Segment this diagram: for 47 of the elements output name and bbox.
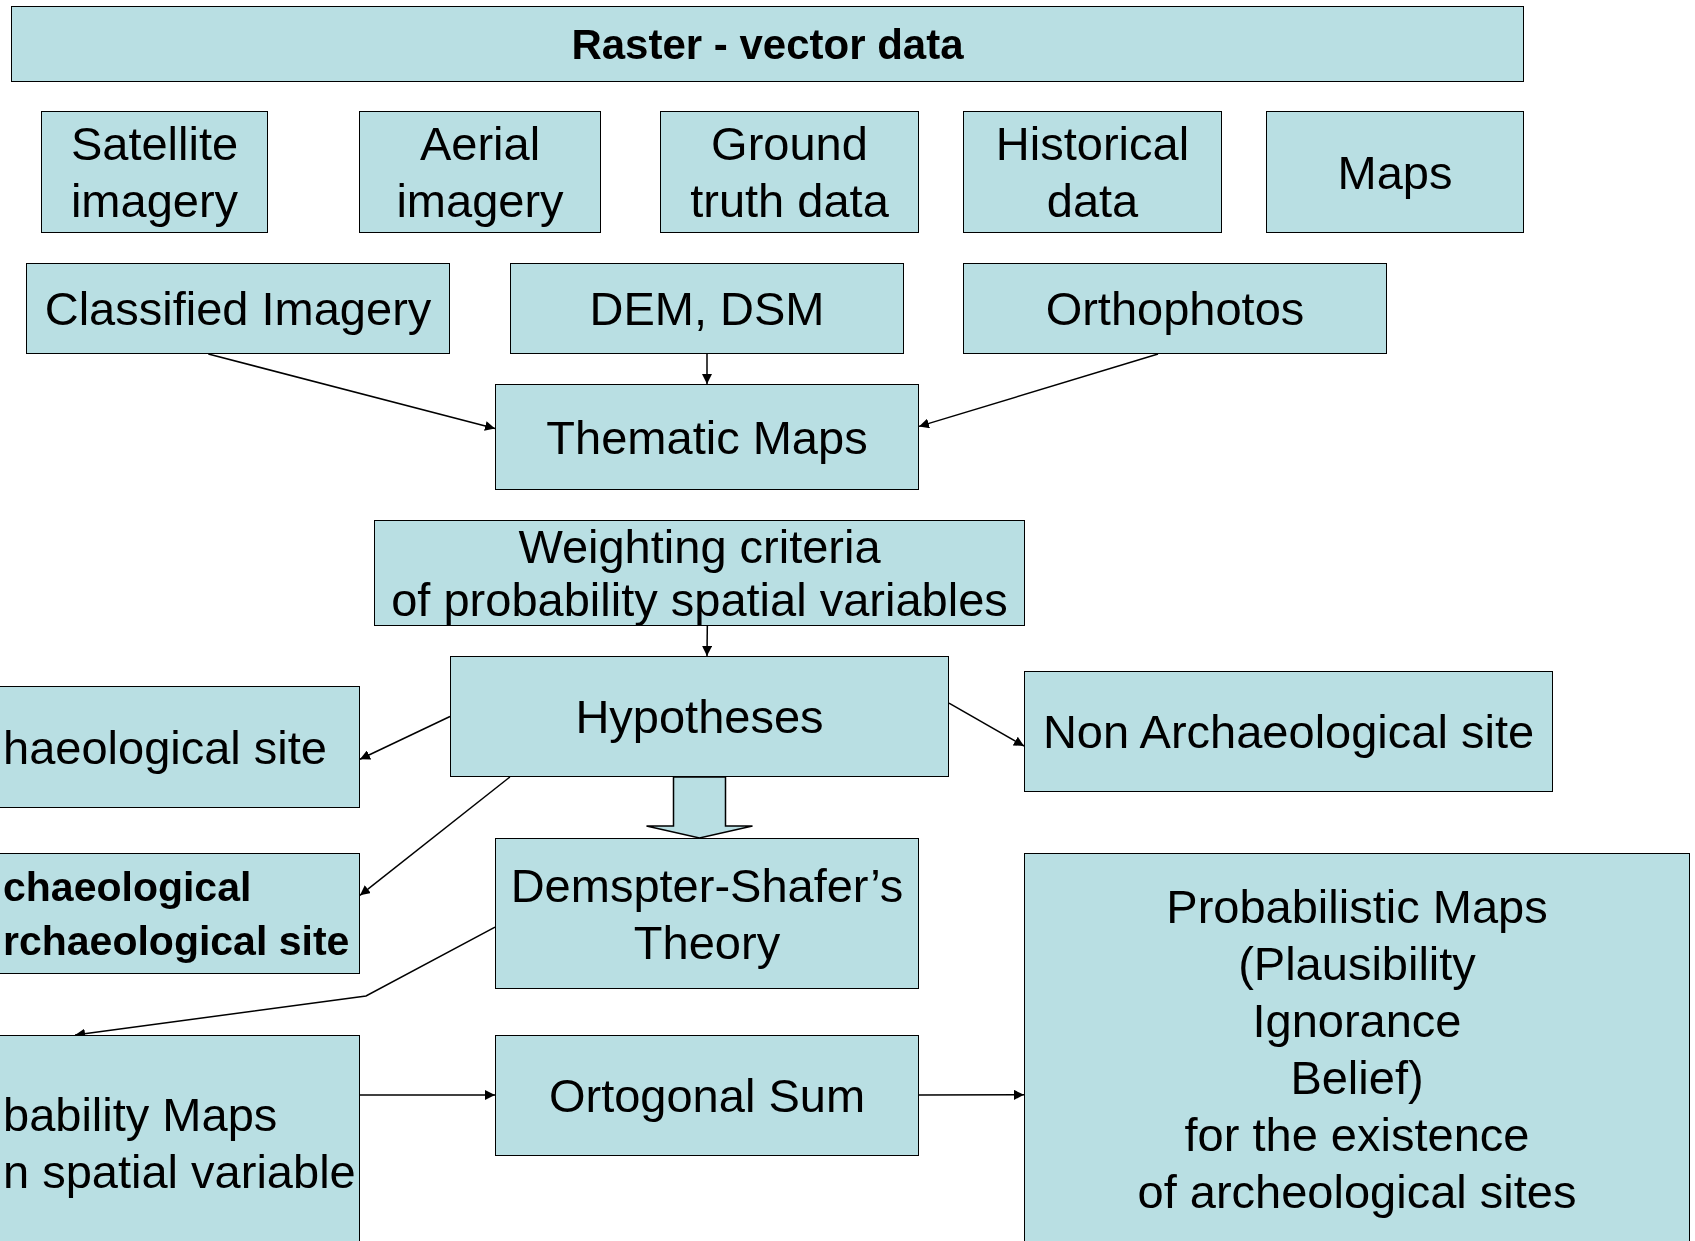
box-label: bability Maps n spatial variable [2,1086,356,1200]
process-box [1266,111,1524,233]
box-label: Historical data [995,116,1190,229]
box-label: Ground truth data [690,116,889,229]
box-label: Orthophotos [1045,281,1305,337]
arrow [359,776,511,897]
process-box [495,1035,919,1156]
process-box [0,853,360,974]
box-label: Raster - vector data [571,19,964,70]
process-box [495,838,919,989]
box-label: DEM, DSM [589,281,825,337]
box-label: Aerial imagery [396,116,564,229]
box-label: Hypotheses [575,689,824,745]
process-box [41,111,268,233]
process-box [963,111,1222,233]
process-box [1024,671,1553,792]
process-box [0,1035,360,1241]
arrow [359,715,451,760]
box-label: Non Archaeological site [1042,704,1535,760]
process-box [660,111,919,233]
process-box [450,656,949,777]
block-arrow [645,776,754,839]
arrow [702,625,713,657]
process-box [0,686,360,808]
box-label: Maps [1337,144,1453,201]
process-box [510,263,904,354]
process-box [11,6,1524,82]
arrow [359,1090,496,1100]
arrow [948,702,1025,747]
arrow [918,1089,1025,1100]
box-label: Demspter-Shafer’s Theory [510,857,904,971]
process-box [1024,853,1690,1241]
arrow [702,353,712,385]
process-box [495,384,919,490]
box-label: haeological site [2,719,327,776]
box-label: Thematic Maps [546,409,868,466]
box-label: Classified Imagery [44,281,432,337]
box-label: Probabilistic Maps (Plausibility Ignorance Belief) for the existence of archeological sites [1137,879,1577,1220]
process-box [359,111,601,233]
process-box [963,263,1387,354]
box-label: Weighting criteria of probability spatial variables [391,520,1008,626]
box-label: Satellite imagery [70,116,239,229]
arrow [207,353,496,431]
arrow [918,353,1159,429]
box-label: Ortogonal Sum [548,1068,866,1124]
box-label: chaeological rchaeological site [2,862,350,966]
process-box [26,263,450,354]
